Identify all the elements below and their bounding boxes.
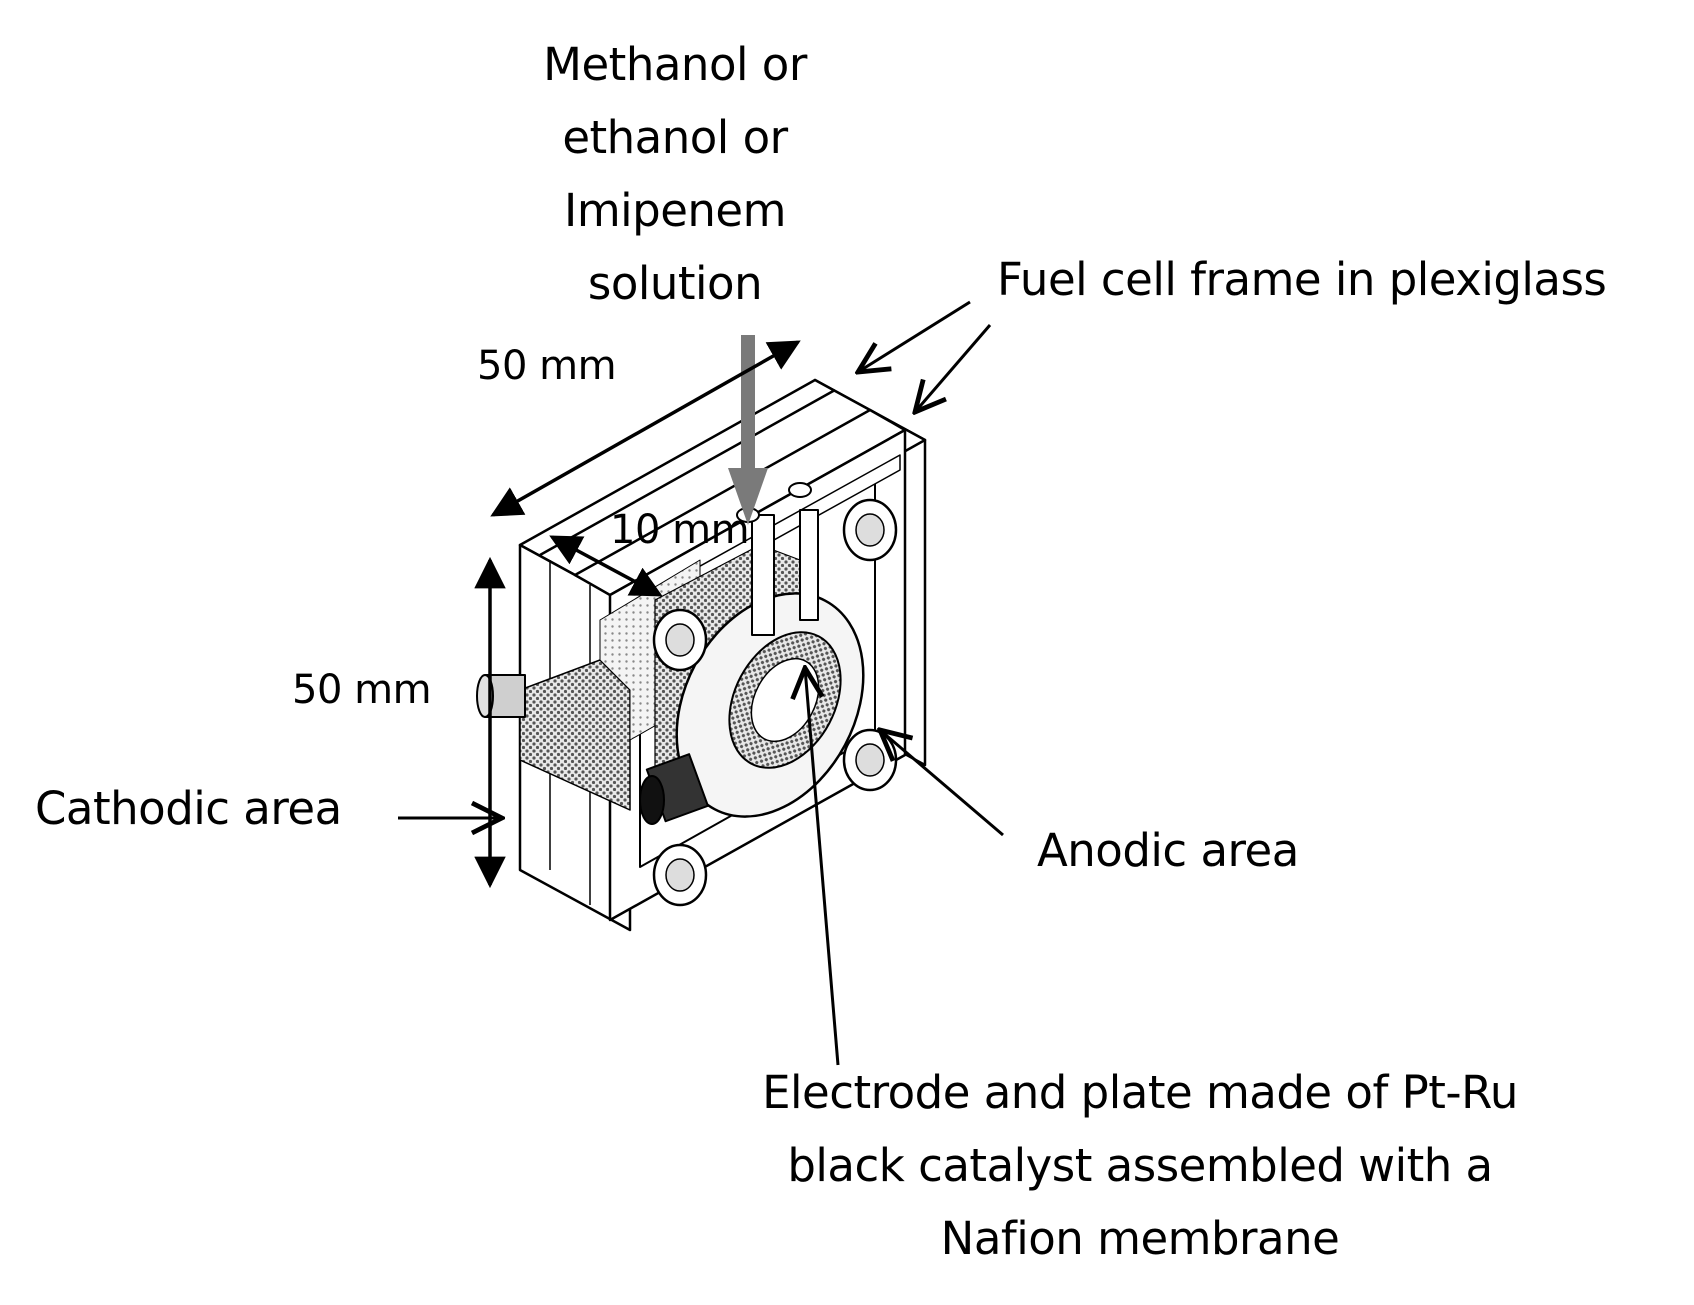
electrode-label-line-2: black catalyst assembled with a bbox=[787, 1139, 1493, 1192]
anode-connector bbox=[639, 753, 709, 825]
electrode-label-line-3: Nafion membrane bbox=[940, 1212, 1340, 1265]
fuel-input-label-line-4: solution bbox=[587, 257, 763, 310]
width-dimension-arrow bbox=[490, 340, 801, 517]
height-dimension-label: 50 mm bbox=[292, 667, 432, 713]
anodic-area-label: Anodic area bbox=[1037, 824, 1299, 877]
fuel-cell-isometric-drawing bbox=[476, 378, 927, 932]
frame-leader-arrow-1 bbox=[858, 300, 971, 372]
bolt-bottom-left bbox=[652, 843, 708, 907]
fuel-input-label-line-1: Methanol or bbox=[543, 38, 807, 91]
bolt-top-right bbox=[842, 498, 898, 562]
electrode-label-line-1: Electrode and plate made of Pt-Ru bbox=[762, 1066, 1518, 1119]
frame-leader-arrow-2 bbox=[915, 324, 992, 412]
bolt-top-left bbox=[652, 608, 708, 672]
electrode-leader-arrow bbox=[805, 668, 840, 1066]
thickness-dimension-arrow bbox=[549, 535, 663, 597]
leader-arrows bbox=[398, 300, 1004, 1066]
width-dimension-label: 50 mm bbox=[477, 343, 617, 389]
bolt-bottom-right bbox=[842, 728, 898, 792]
fuel-input-label-line-2: ethanol or bbox=[562, 111, 788, 164]
cathodic-area-label: Cathodic area bbox=[35, 782, 342, 835]
thickness-dimension-label: 10 mm bbox=[610, 507, 750, 553]
fuel-input-label-line-3: Imipenem bbox=[564, 184, 786, 237]
cathode-connector bbox=[476, 674, 526, 718]
frame-label: Fuel cell frame in plexiglass bbox=[997, 253, 1607, 306]
anodic-leader-arrow bbox=[880, 730, 1004, 837]
